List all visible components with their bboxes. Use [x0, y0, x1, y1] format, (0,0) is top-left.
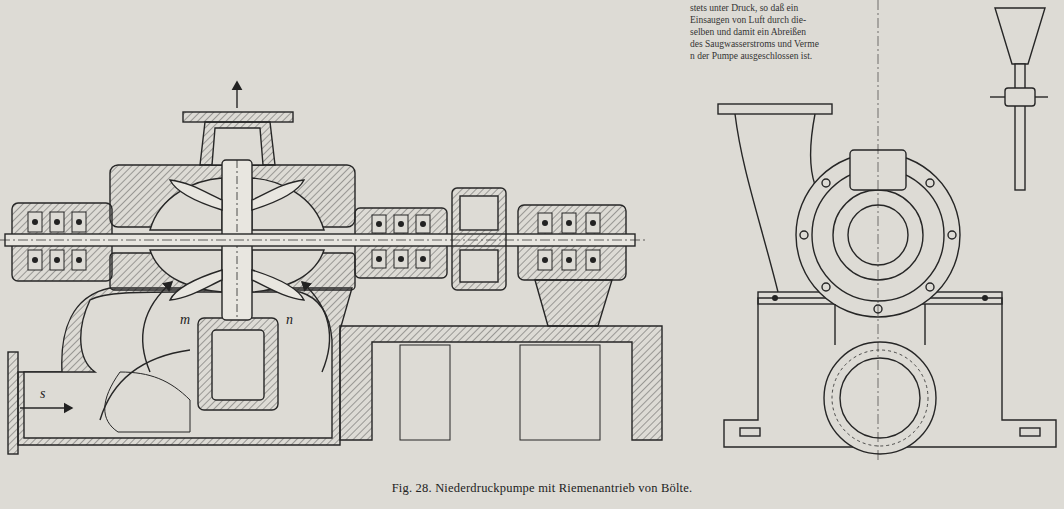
- figure-caption: Fig. 28. Niederdruckpumpe mit Riemenantr…: [392, 482, 693, 495]
- page-text-fragment: stets unter Druck, so daß ein: [690, 4, 798, 14]
- flow-letter: s: [38, 386, 47, 402]
- section-view: [0, 82, 662, 454]
- page-text-fragment: des Saugwasserstroms und Verme: [690, 40, 819, 50]
- page-text-fragment: selben und damit ein Abreißen: [690, 28, 806, 38]
- end-view: [718, 0, 1056, 460]
- page-text-fragment: Einsaugen von Luft durch die-: [690, 16, 806, 26]
- page-text-fragment: n der Pumpe ausgeschlossen ist.: [690, 52, 812, 62]
- flow-letter: n: [284, 312, 295, 328]
- flow-letter: m: [178, 312, 192, 328]
